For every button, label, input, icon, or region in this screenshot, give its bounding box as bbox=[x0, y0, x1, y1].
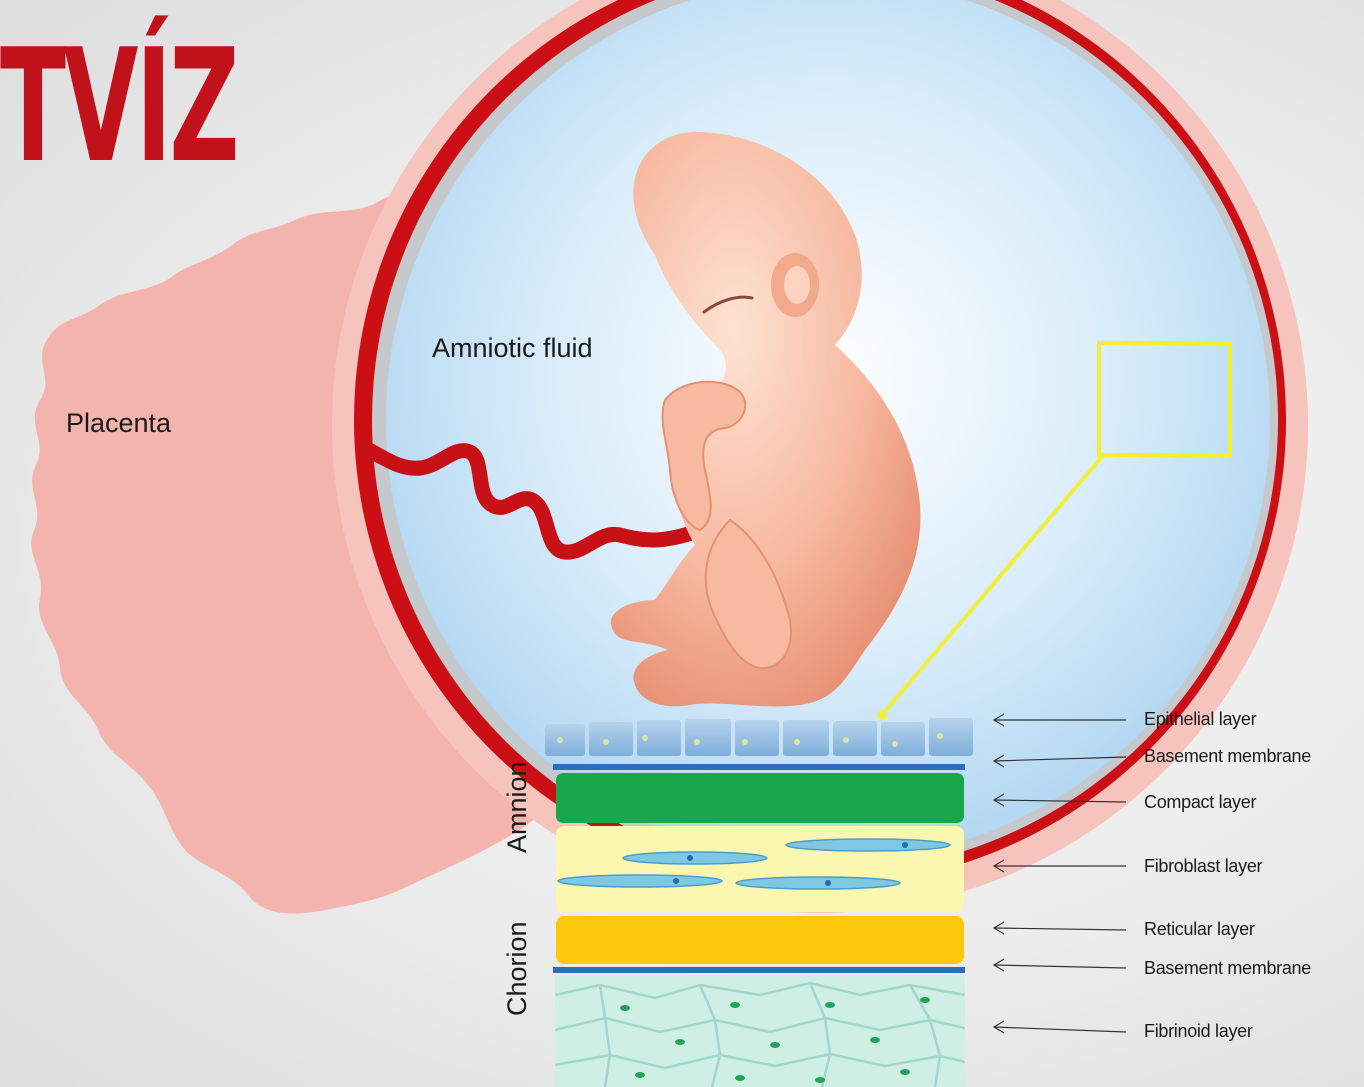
epithelial-nucleus bbox=[892, 741, 898, 747]
epithelial-nucleus bbox=[843, 737, 849, 743]
layer-label-fibroblast: Fibroblast layer bbox=[1144, 856, 1262, 877]
layer-label-reticular: Reticular layer bbox=[1144, 919, 1255, 940]
label-placenta: Placenta bbox=[66, 408, 171, 439]
epithelial-nucleus bbox=[794, 739, 800, 745]
layer-label-basement-membrane-lower: Basement membrane bbox=[1144, 958, 1311, 979]
arrow-basement-membrane-lower bbox=[994, 959, 1126, 971]
layer-label-basement-membrane-upper: Basement membrane bbox=[1144, 746, 1311, 767]
epithelial-nucleus bbox=[603, 739, 609, 745]
page-title: TVÍZ bbox=[0, 28, 237, 184]
fibrinoid-nucleus bbox=[635, 1072, 645, 1078]
highlight-pointer-dot bbox=[877, 710, 887, 720]
fibroblast-nucleus bbox=[902, 842, 908, 848]
reticular-layer bbox=[556, 916, 964, 964]
epithelial-nucleus bbox=[557, 737, 563, 743]
fibroblast-cell bbox=[558, 875, 722, 887]
basement-membrane-upper bbox=[553, 764, 965, 770]
epithelial-cell bbox=[589, 722, 633, 756]
epithelial-nucleus bbox=[937, 733, 943, 739]
epithelial-cell bbox=[929, 718, 973, 756]
fibrinoid-nucleus bbox=[815, 1077, 825, 1083]
layer-label-fibrinoid: Fibrinoid layer bbox=[1144, 1021, 1253, 1042]
epithelial-cell bbox=[735, 720, 779, 756]
epithelial-nucleus bbox=[694, 739, 700, 745]
epithelial-nucleus bbox=[742, 739, 748, 745]
epithelial-nucleus bbox=[642, 735, 648, 741]
basement-membrane-lower bbox=[553, 967, 965, 973]
fibrinoid-nucleus bbox=[770, 1042, 780, 1048]
label-amniotic-fluid: Amniotic fluid bbox=[432, 333, 593, 364]
fetus-ear-inner bbox=[784, 266, 810, 304]
epithelial-cell bbox=[545, 724, 585, 756]
epithelial-cell bbox=[685, 719, 731, 756]
label-amnion: Amnion bbox=[502, 761, 533, 853]
fibroblast-nucleus bbox=[825, 880, 831, 886]
epithelial-cells bbox=[545, 718, 973, 756]
fibrinoid-nucleus bbox=[730, 1002, 740, 1008]
fibrinoid-nucleus bbox=[675, 1039, 685, 1045]
fibroblast-cell bbox=[623, 852, 767, 864]
fibrinoid-nucleus bbox=[735, 1075, 745, 1081]
compact-layer bbox=[556, 773, 964, 823]
fibrinoid-nucleus bbox=[825, 1002, 835, 1008]
fibroblast-nucleus bbox=[673, 878, 679, 884]
fibrinoid-nucleus bbox=[920, 997, 930, 1003]
arrow-reticular-layer bbox=[994, 922, 1126, 934]
fibrinoid-nucleus bbox=[870, 1037, 880, 1043]
fibroblast-cell bbox=[786, 839, 950, 851]
fibrinoid-nucleus bbox=[620, 1005, 630, 1011]
epithelial-cell bbox=[833, 721, 877, 756]
epithelial-cell bbox=[783, 720, 829, 756]
fibrinoid-nucleus bbox=[900, 1069, 910, 1075]
label-chorion: Chorion bbox=[502, 921, 533, 1016]
layer-label-compact: Compact layer bbox=[1144, 792, 1256, 813]
fibroblast-nucleus bbox=[687, 855, 693, 861]
layer-label-epithelial: Epithelial layer bbox=[1144, 709, 1256, 730]
fibroblast-cell bbox=[736, 877, 900, 889]
epithelial-cell bbox=[881, 722, 925, 756]
arrow-fibrinoid-layer bbox=[994, 1021, 1126, 1033]
